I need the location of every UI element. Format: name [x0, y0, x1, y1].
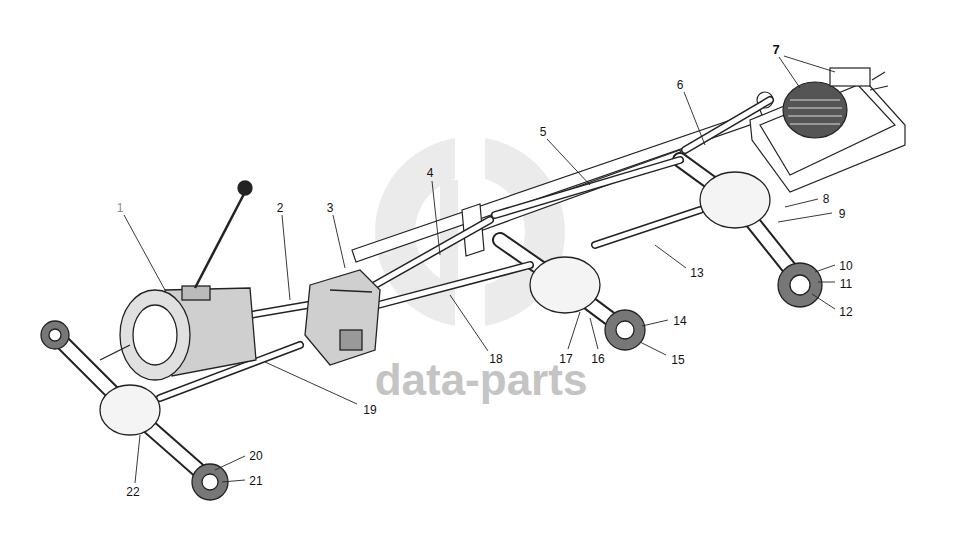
- winch: [750, 68, 905, 192]
- axle-housing: [100, 385, 160, 435]
- transfer-case: [305, 270, 380, 365]
- axle-housing: [778, 263, 822, 307]
- winch: [750, 75, 905, 192]
- callout-anchor: 4: [425, 163, 436, 181]
- callout-anchor: 14: [671, 311, 688, 329]
- callout-anchor: 12: [837, 302, 854, 320]
- callout-number: 14: [671, 313, 688, 329]
- axle-housing: [605, 310, 645, 350]
- leader-line: [135, 435, 140, 483]
- drivetrain-illustration: [160, 100, 770, 398]
- watermark-text: data-parts: [373, 354, 590, 405]
- callout-anchor: 2: [275, 198, 286, 216]
- callout-number: 22: [124, 484, 141, 500]
- callout-number: 11: [838, 276, 854, 292]
- leader-line: [333, 215, 345, 268]
- watermark-logo: [440, 180, 458, 285]
- leader-line: [547, 139, 590, 185]
- callout-anchor: 22: [124, 482, 141, 500]
- transfer-case: [330, 290, 372, 292]
- callout-anchor: 11: [838, 274, 854, 292]
- callout-anchor: 13: [688, 263, 705, 281]
- callout-number: 15: [669, 352, 686, 368]
- leader-line: [590, 318, 598, 349]
- leader-line: [222, 480, 245, 482]
- callout-number: 9: [837, 206, 848, 222]
- callout-anchor: 20: [247, 446, 264, 464]
- callout-number: 19: [361, 402, 378, 418]
- gearbox: [120, 290, 190, 380]
- callout-number: 16: [589, 351, 606, 367]
- axle-housing: [700, 172, 770, 228]
- callout-anchor: 7: [770, 40, 781, 58]
- callout-number: 4: [425, 165, 436, 181]
- callout-anchor: 9: [837, 204, 848, 222]
- winch: [788, 100, 842, 124]
- callout-anchor: 10: [837, 256, 854, 274]
- axle-housing: [49, 329, 61, 341]
- callout-anchor: 1: [115, 198, 126, 216]
- leader-line: [282, 215, 290, 300]
- transfer-case: [340, 330, 362, 350]
- axle-housing: [530, 257, 600, 313]
- leader-line: [812, 294, 835, 309]
- callout-number: 6: [675, 77, 686, 93]
- callout-anchor: 15: [669, 350, 686, 368]
- leader-line: [640, 342, 666, 355]
- callout-number: 2: [275, 200, 286, 216]
- callout-number: 7: [770, 41, 781, 58]
- leader-line: [779, 57, 800, 88]
- leader-line: [450, 295, 488, 351]
- drivetrain-illustration: [55, 160, 802, 482]
- callout-number: 1: [115, 200, 126, 216]
- transfer-case: [305, 270, 380, 365]
- callout-number: 20: [247, 448, 264, 464]
- leader-line: [784, 56, 835, 72]
- callout-anchor: 3: [325, 198, 336, 216]
- leader-line: [818, 282, 835, 283]
- axle-housing: [41, 172, 822, 500]
- leader-line: [265, 362, 357, 404]
- leader-line: [642, 320, 668, 326]
- axle-housing: [616, 321, 634, 339]
- leader-line: [124, 215, 165, 290]
- callout-number: 8: [821, 191, 832, 207]
- axle-housing: [41, 321, 69, 349]
- callout-number: 10: [837, 258, 854, 274]
- callout-number: 21: [247, 473, 264, 489]
- leader-line: [215, 456, 245, 470]
- gearbox: [238, 181, 252, 195]
- callout-anchor: 6: [675, 75, 686, 93]
- leader-line: [568, 312, 580, 349]
- winch: [830, 68, 870, 86]
- winch: [870, 72, 888, 90]
- callout-anchor: 16: [589, 349, 606, 367]
- leader-line: [124, 56, 835, 483]
- gearbox: [100, 345, 130, 360]
- callout-anchor: 5: [538, 122, 549, 140]
- leader-line: [655, 245, 686, 268]
- callout-number: 12: [837, 304, 854, 320]
- drivetrain-illustration: [160, 100, 770, 398]
- axle-housing: [202, 474, 218, 490]
- winch: [783, 82, 847, 138]
- callout-number: 13: [688, 265, 705, 281]
- gearbox: [133, 305, 177, 365]
- callout-anchor: 21: [247, 471, 264, 489]
- leader-line: [432, 181, 440, 255]
- leader-line: [684, 92, 705, 145]
- leader-line: [785, 199, 818, 207]
- gearbox: [100, 181, 256, 380]
- drivetrain-illustration: [55, 160, 802, 482]
- leader-line: [815, 265, 835, 272]
- leader-line: [778, 213, 832, 222]
- gearbox: [195, 192, 245, 288]
- axle-housing: [790, 275, 810, 295]
- watermark-anchor: data-parts: [373, 358, 590, 402]
- callout-number: 3: [325, 200, 336, 216]
- callout-number: 5: [538, 124, 549, 140]
- callout-anchor: 8: [821, 189, 832, 207]
